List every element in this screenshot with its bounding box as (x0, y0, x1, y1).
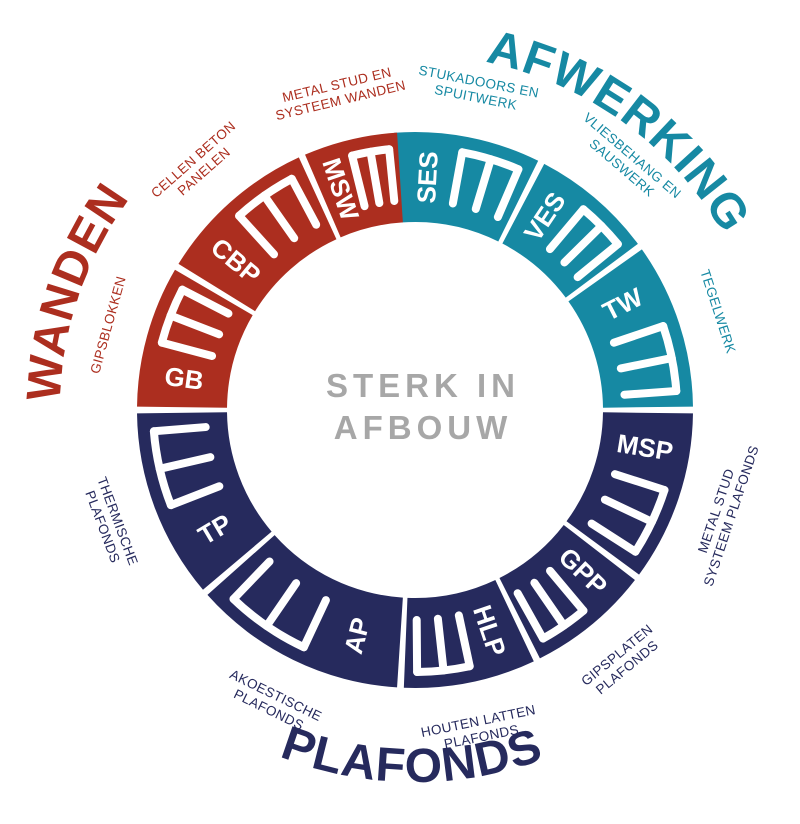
segment-msw-shape (305, 132, 403, 238)
segment-gb-shape (137, 269, 253, 408)
segment-ap-teeth (229, 557, 330, 652)
segment-tw-tooth (616, 354, 676, 373)
segment-msw-tooth (348, 151, 369, 211)
segment-ves-teeth (545, 205, 622, 282)
segment-tw-tooth (620, 386, 681, 399)
segment-gpp: GPP (499, 524, 635, 659)
segment-cbp-tooth (235, 211, 279, 259)
segment-ses: SES (394, 132, 539, 242)
segment-tw-shape (568, 249, 693, 408)
center-title-line-1: STERK IN (326, 367, 520, 404)
segment-ses-tooth (471, 155, 495, 213)
segment-cbp-teeth (235, 174, 321, 259)
segment-hlp-shape (403, 579, 534, 688)
segment-tp-shape (137, 412, 272, 590)
segment-ves-tooth-spine (579, 205, 622, 249)
segment-gpp-tooth-spine (539, 606, 588, 643)
segment-msp-teeth (587, 470, 669, 556)
segment-tw-tooth (609, 322, 668, 347)
segment-tp-tooth (155, 453, 215, 473)
segment-ap: AP (207, 535, 403, 688)
segment-ves-tooth (560, 221, 606, 267)
segment-msp-shape (566, 412, 693, 575)
segment-ap-tooth (299, 596, 330, 652)
segment-gb-tooth (157, 338, 217, 360)
segment-ses-tooth (493, 165, 523, 222)
segment-gpp-teeth (513, 566, 588, 643)
segment-gb-tooth (166, 311, 224, 339)
segment-gpp-tooth (513, 589, 548, 643)
segment-ap-tooth (229, 557, 274, 603)
segment-cbp-label: CELLEN BETONPANELEN (148, 118, 249, 212)
segment-gb-abbr: GB (163, 361, 206, 396)
segment-gb-label: GIPSBLOKKEN (87, 274, 128, 375)
segment-cbp-tooth (287, 174, 321, 229)
segment-tw-label: TEGELWERK (697, 268, 738, 356)
segment-tw-label-line: TEGELWERK (697, 268, 738, 356)
segment-hlp: HLP (403, 579, 534, 688)
segment-gb: GB (137, 269, 253, 408)
segment-msw-tooth (385, 145, 399, 206)
segment-msp: MSP (566, 412, 693, 575)
center-title: STERK IN AFBOUW (326, 367, 520, 446)
segment-hlp-teeth (412, 611, 474, 676)
segment-msp-tooth (600, 495, 656, 526)
segment-msp-tooth (610, 470, 669, 495)
segment-gpp-tooth (546, 566, 588, 615)
segment-ses-abbr: SES (411, 151, 444, 205)
segment-tw-teeth (609, 322, 681, 399)
segment-msp-tooth (587, 519, 640, 556)
segment-ses-tooth-spine (458, 148, 523, 174)
center-title-line-2: AFBOUW (334, 409, 512, 446)
segment-tp-label: THERMISCHEPLAFONDS (79, 475, 141, 573)
segment-cbp-tooth-spine (235, 174, 296, 220)
segment-ves-tooth (545, 205, 588, 254)
segment-msw-tooth (366, 147, 384, 208)
segment-hlp-tooth (433, 614, 448, 675)
segment-tp: TP (137, 412, 272, 590)
segment-tp-tooth (166, 482, 224, 510)
segment-ap-tooth (262, 579, 301, 630)
segment-ves-tooth (573, 240, 622, 282)
segment-ap-tooth-spine (229, 594, 308, 652)
segment-ves: VES (502, 163, 638, 298)
segment-msw-label: METAL STUD ENSYSTEEM WANDEN (270, 62, 407, 123)
segment-tw-tooth-spine (659, 322, 681, 395)
segment-hlp-tooth-spine (413, 662, 474, 676)
segment-tp-teeth (149, 423, 224, 510)
segment-msp-label: METAL STUDSYSTEEM PLAFONDS (686, 438, 762, 588)
segment-msp-tooth-spine (631, 486, 669, 556)
segment-gb-tooth-spine (157, 285, 187, 347)
segment-hlp-tooth (454, 611, 474, 671)
group-title-plafonds-text: PLAFONDS (275, 717, 547, 794)
segment-tw: TW (568, 249, 693, 408)
segment-gpp-tooth (530, 578, 568, 630)
segment-tp-tooth-spine (149, 427, 175, 510)
segment-msw-teeth (348, 145, 399, 211)
segment-ses-tooth (448, 148, 467, 208)
segment-msw-tooth-spine (348, 145, 394, 160)
segment-ses-teeth (448, 148, 523, 222)
segment-gpp-label: GIPSPLATENPLAFONDS (578, 621, 665, 701)
segment-cbp-tooth (260, 191, 299, 243)
segment-gb-teeth (157, 285, 233, 360)
segment-cbp: CBP (178, 157, 337, 312)
segment-tp-tooth (149, 423, 210, 436)
segment-gb-tooth (178, 285, 233, 318)
segment-gb-label-line: GIPSBLOKKEN (87, 274, 128, 375)
group-title-plafonds: PLAFONDS (275, 717, 548, 794)
